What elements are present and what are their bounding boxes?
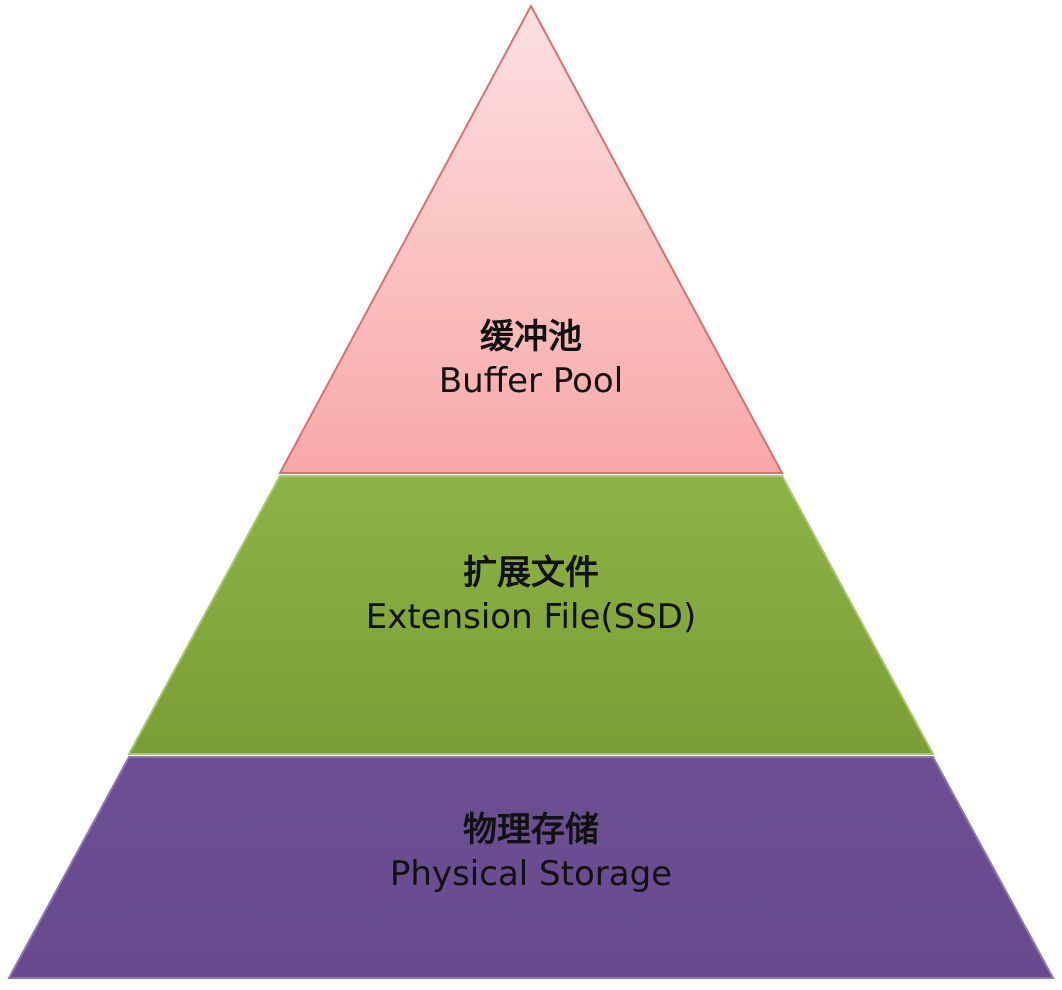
tier-extension-file-shape (127, 475, 935, 755)
tier-physical-storage-label-en: Physical Storage (390, 854, 672, 894)
tier-buffer-pool-label-zh: 缓冲池 (480, 317, 582, 357)
tier-buffer-pool-label-en: Buffer Pool (439, 361, 623, 401)
tier-extension-file-label-zh: 扩展文件 (463, 553, 599, 593)
tier-physical-storage: 物理存储 Physical Storage (7, 756, 1055, 979)
tier-extension-file-label-en: Extension File(SSD) (366, 597, 697, 637)
tier-buffer-pool: 缓冲池 Buffer Pool (278, 3, 784, 474)
tier-physical-storage-shape (7, 756, 1055, 979)
tier-extension-file: 扩展文件 Extension File(SSD) (127, 475, 935, 755)
tier-physical-storage-label-zh: 物理存储 (463, 810, 599, 850)
tier-buffer-pool-shape (278, 3, 784, 474)
